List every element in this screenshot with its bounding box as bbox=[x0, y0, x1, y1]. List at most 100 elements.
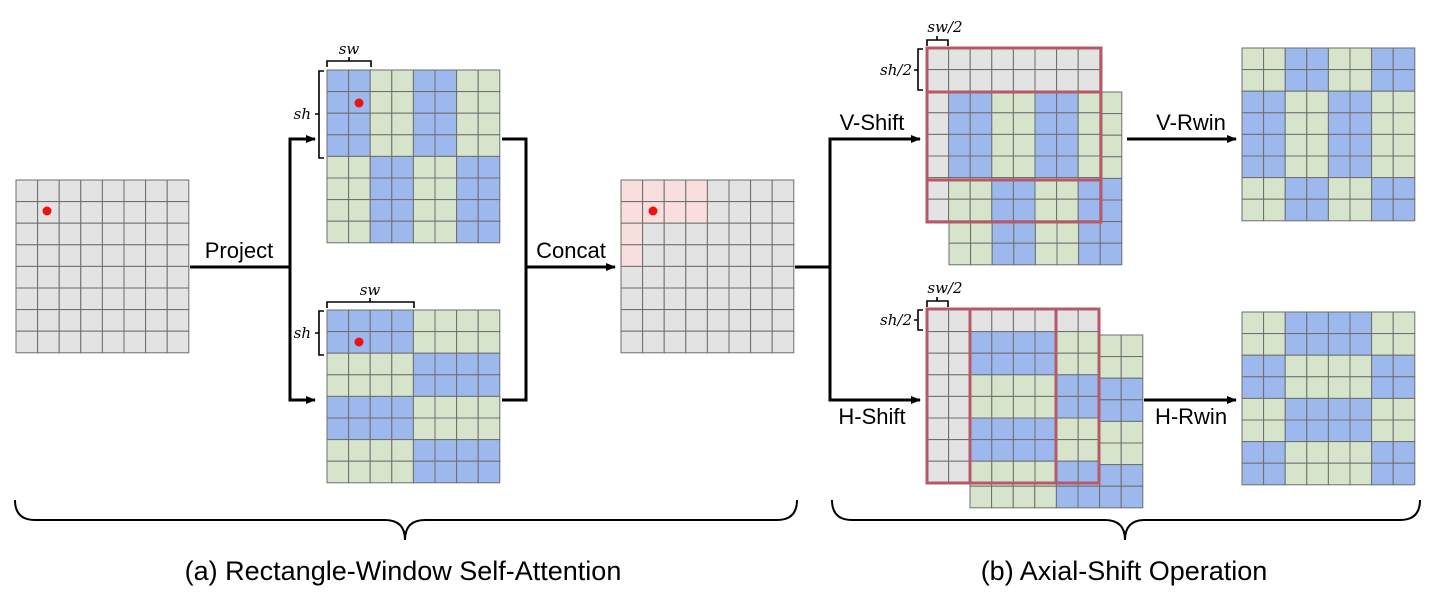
grid-cell bbox=[706, 179, 730, 203]
grid-cell bbox=[15, 244, 39, 267]
grid-cell bbox=[1099, 242, 1123, 266]
grid-cell bbox=[434, 352, 458, 376]
grid-cell bbox=[123, 179, 147, 203]
sh-bracket-bottom bbox=[315, 310, 324, 356]
grid-cell bbox=[970, 221, 993, 244]
grid-cell bbox=[477, 417, 501, 441]
grid-cell bbox=[434, 417, 458, 441]
grid-cell bbox=[326, 374, 350, 397]
grid-cell bbox=[1327, 441, 1351, 464]
grid-cell bbox=[926, 331, 950, 354]
v-shift-frame-band bbox=[925, 90, 1103, 182]
grid-cell bbox=[1120, 485, 1144, 509]
query-dot bbox=[648, 206, 658, 216]
grid-cell bbox=[620, 265, 644, 289]
grid-cell bbox=[948, 309, 971, 333]
arrow-to-window-bottom bbox=[288, 267, 316, 404]
grid-cell bbox=[1120, 377, 1144, 401]
grid-cell bbox=[369, 309, 393, 333]
grid-cell bbox=[728, 179, 752, 203]
grid-cell bbox=[1371, 462, 1394, 486]
grid-cell bbox=[166, 265, 190, 289]
grid-cell bbox=[1263, 419, 1286, 443]
grid-cell bbox=[1099, 334, 1122, 358]
grid-cell bbox=[771, 222, 795, 246]
grid-cell bbox=[926, 112, 950, 135]
grid-cell bbox=[15, 222, 39, 246]
grid-cell bbox=[969, 352, 993, 376]
grid-cell bbox=[412, 199, 436, 222]
grid-cell bbox=[1392, 133, 1416, 157]
grid-cell bbox=[456, 91, 479, 114]
grid-cell bbox=[1077, 439, 1101, 462]
grid-cell bbox=[706, 265, 730, 289]
grid-cell bbox=[477, 199, 501, 222]
grid-cell bbox=[1284, 333, 1308, 356]
grid-cell bbox=[969, 485, 993, 509]
grid-cell bbox=[123, 265, 147, 289]
grid-cell bbox=[1327, 419, 1351, 443]
grid-cell bbox=[326, 199, 350, 222]
grid-cell bbox=[477, 352, 501, 376]
grid-cell bbox=[15, 287, 39, 311]
grid-cell bbox=[1327, 311, 1351, 335]
grid-cell bbox=[1263, 354, 1286, 378]
sh-bracket-top bbox=[315, 70, 324, 159]
grid-cell bbox=[1284, 69, 1308, 92]
grid-cell bbox=[1263, 133, 1286, 157]
brace-a bbox=[14, 499, 798, 541]
grid-cell bbox=[15, 309, 39, 332]
grid-cell bbox=[1263, 47, 1286, 71]
h-shift-frame-band bbox=[968, 307, 1058, 485]
grid-cell bbox=[37, 265, 60, 289]
grid-cell bbox=[1371, 354, 1394, 378]
grid-cell bbox=[145, 222, 168, 246]
grid-cell bbox=[1241, 47, 1265, 71]
grid-cell bbox=[166, 309, 190, 332]
grid-cell bbox=[1263, 397, 1286, 421]
sh-half-bracket-h bbox=[914, 309, 923, 331]
grid-cell bbox=[969, 417, 993, 441]
grid-cell bbox=[1284, 419, 1308, 443]
sh-half-label-v: sh/2 bbox=[880, 61, 912, 79]
grid-cell bbox=[1284, 354, 1308, 378]
grid-cell bbox=[326, 417, 350, 441]
grid-cell bbox=[642, 244, 665, 267]
grid-cell bbox=[391, 134, 414, 157]
grid-cell bbox=[1327, 133, 1351, 157]
grid-cell bbox=[1371, 69, 1394, 92]
grid-cell bbox=[948, 439, 971, 462]
grid-cell bbox=[369, 439, 393, 462]
grid-cell bbox=[969, 155, 993, 179]
grid-cell bbox=[948, 395, 971, 419]
grid-cell bbox=[1392, 177, 1416, 200]
grid-cell bbox=[969, 112, 993, 135]
h-shift-label: H-Shift bbox=[838, 404, 905, 429]
grid-cell bbox=[948, 198, 971, 222]
grid-cell bbox=[1077, 485, 1101, 509]
grid-cell bbox=[101, 309, 125, 332]
grid-cell bbox=[456, 155, 479, 179]
grid-cell bbox=[434, 374, 458, 397]
grid-cell bbox=[1241, 90, 1265, 114]
grid-cell bbox=[1056, 69, 1079, 92]
grid-cell bbox=[1012, 331, 1036, 354]
grid-cell bbox=[326, 220, 350, 244]
grid-cell bbox=[1306, 177, 1329, 200]
grid-cell bbox=[391, 199, 414, 222]
grid-cell bbox=[477, 395, 501, 419]
grid-cell bbox=[926, 417, 950, 441]
grid-cell bbox=[1306, 376, 1329, 399]
grid-cell bbox=[1241, 133, 1265, 157]
sw-half-label-h: sw/2 bbox=[927, 279, 962, 297]
grid-cell bbox=[1306, 419, 1329, 443]
grid-cell bbox=[969, 374, 993, 397]
grid-cell bbox=[1263, 311, 1286, 335]
grids-layer bbox=[15, 47, 1416, 509]
grid-cell bbox=[771, 265, 795, 289]
grid-cell bbox=[620, 222, 644, 246]
grid-cell bbox=[1263, 376, 1286, 399]
grid-cell bbox=[326, 155, 350, 179]
grid-cell bbox=[391, 460, 414, 484]
grid-cell bbox=[369, 220, 393, 244]
